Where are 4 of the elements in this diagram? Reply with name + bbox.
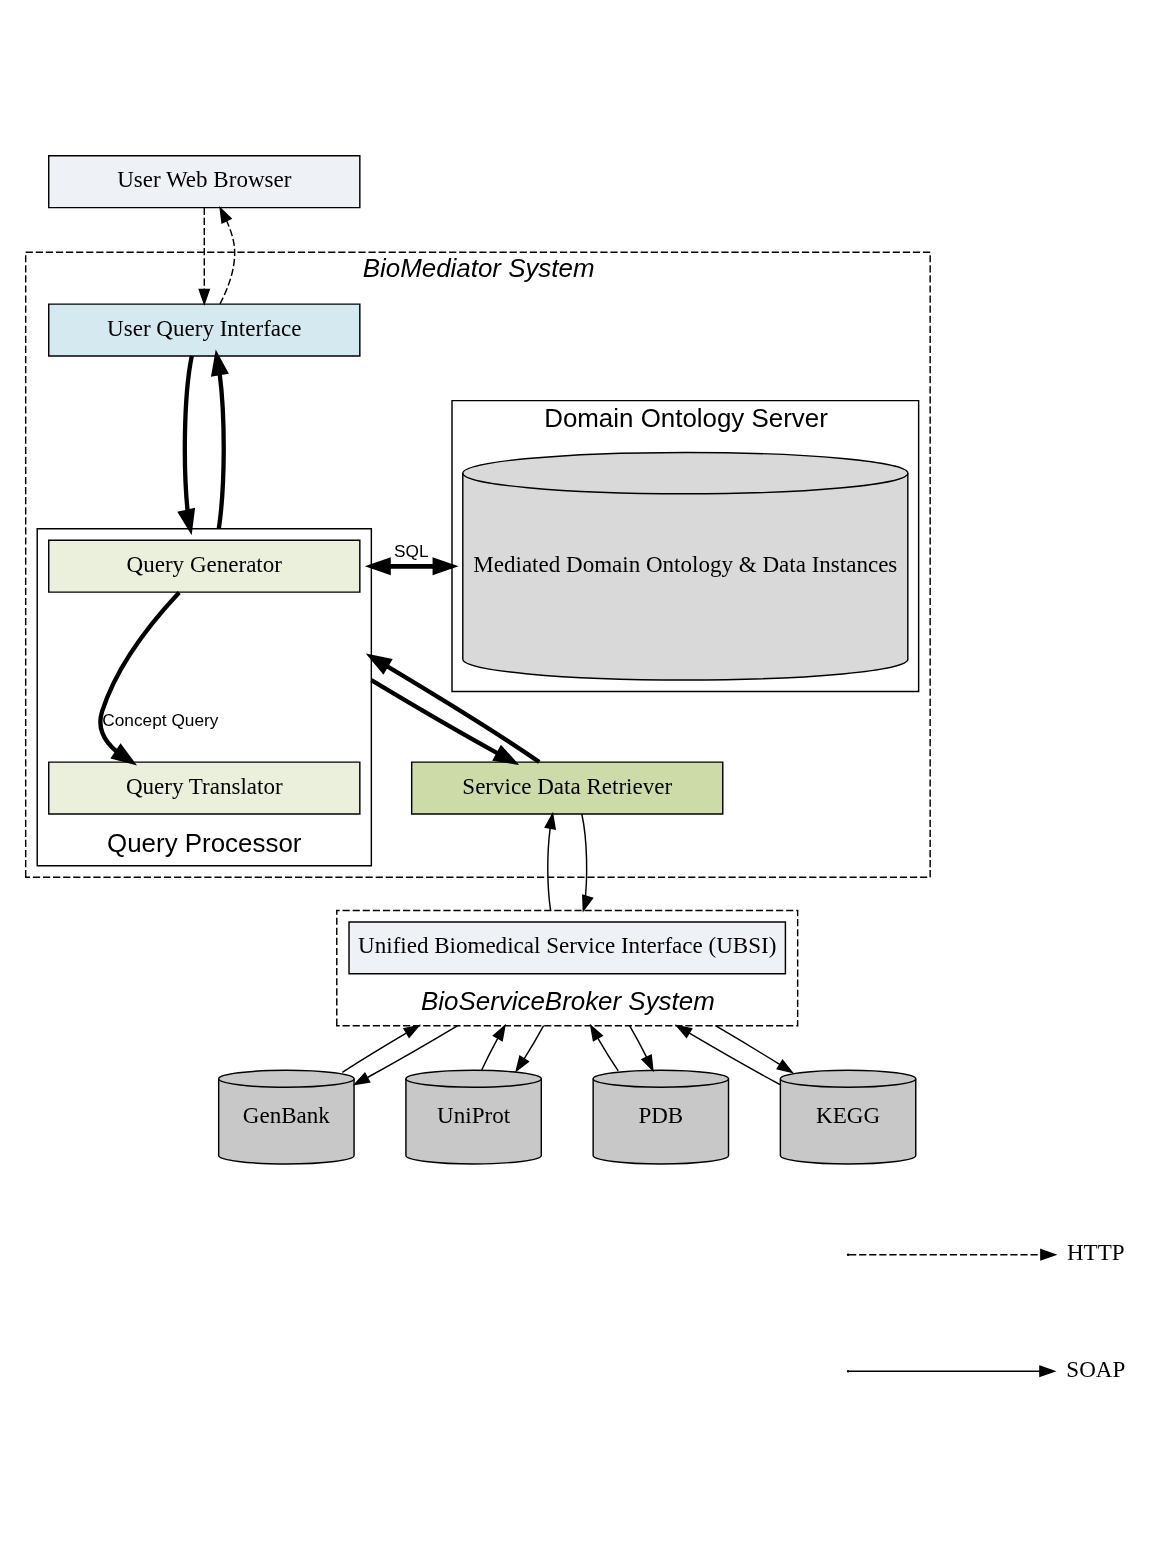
legend-label: HTTP [1066,1238,1125,1265]
legend-label: SOAP [1066,1355,1126,1382]
edge-label: SQL [394,540,429,561]
edge-label: Concept Query [102,709,219,730]
